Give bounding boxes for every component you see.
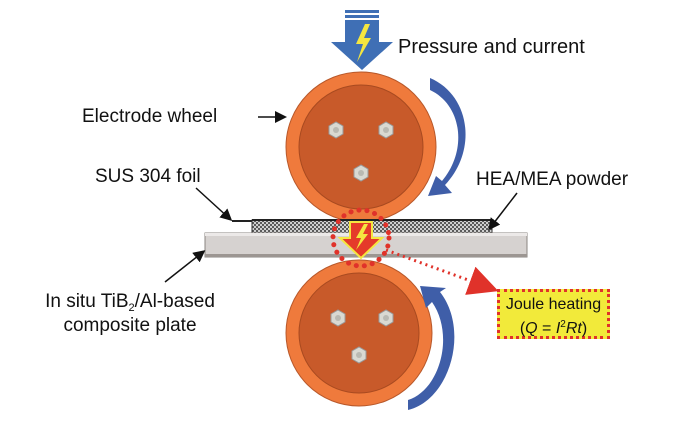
pressure-current-label: Pressure and current	[398, 36, 585, 58]
electrode-wheel-label: Electrode wheel	[82, 106, 218, 127]
bolt-icon	[351, 346, 367, 364]
rotation-arrow-icon	[408, 286, 455, 410]
lower-electrode-wheel	[285, 259, 433, 407]
pressure-current-arrow-icon	[331, 10, 393, 70]
upper-electrode-wheel	[285, 71, 437, 223]
rotation-arrow-icon	[428, 78, 466, 196]
bolt-icon	[378, 121, 394, 139]
bolt-icon	[330, 309, 346, 327]
joule-equation: (Q = I2Rt)	[519, 319, 588, 337]
bolt-icon	[353, 164, 369, 182]
sus-foil-leader	[195, 187, 233, 222]
joule-heating-box: Joule heating (Q = I2Rt)	[497, 289, 610, 339]
plate-label-line1: In situ TiB2/Al-based	[45, 291, 215, 314]
heat-zone-marker	[330, 207, 392, 269]
plate-label-line2: composite plate	[63, 315, 197, 336]
bolt-icon	[328, 121, 344, 139]
heat-arrow-icon	[337, 221, 385, 260]
joule-heating-title: Joule heating	[505, 296, 602, 313]
sus-foil-label: SUS 304 foil	[95, 166, 201, 187]
powder-label: HEA/MEA powder	[476, 169, 629, 190]
plate-leader	[164, 250, 206, 283]
powder-leader	[488, 192, 518, 231]
lightning-icon	[356, 24, 371, 62]
bolt-icon	[378, 309, 394, 327]
joule-pointer	[385, 248, 499, 295]
lightning-icon	[356, 224, 368, 250]
